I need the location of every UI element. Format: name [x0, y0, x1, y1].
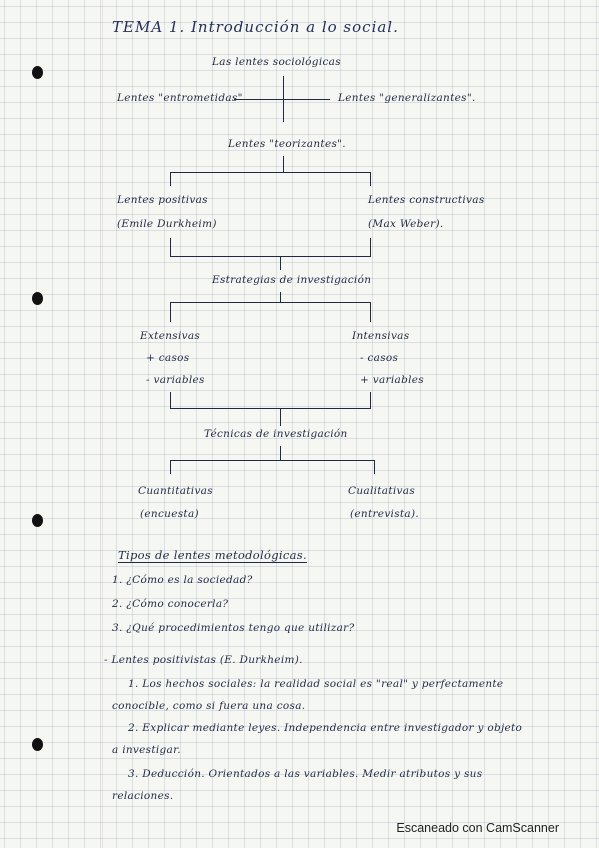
node-intensivas: Intensivas: [352, 330, 410, 342]
connector: [170, 460, 171, 474]
scanner-watermark: Escaneado con CamScanner: [396, 821, 559, 835]
connector: [170, 238, 171, 256]
connector: [170, 302, 171, 322]
binder-hole: [32, 292, 43, 305]
point-line: 2. Explicar mediante leyes. Independenci…: [128, 722, 523, 734]
connector: [280, 446, 281, 460]
point-line: conocible, como si fuera una cosa.: [112, 700, 306, 712]
connector: [374, 460, 375, 474]
node-teorizantes: Lentes "teorizantes".: [228, 138, 346, 150]
extensivas-item: + casos: [146, 352, 190, 364]
connector: [280, 256, 281, 270]
node-root: Las lentes sociológicas: [212, 56, 341, 68]
page-margin: [102, 0, 103, 848]
node-tecnicas: Técnicas de investigación: [204, 428, 348, 440]
extensivas-item: - variables: [146, 374, 205, 386]
connector: [283, 156, 284, 172]
node-extensivas: Extensivas: [140, 330, 201, 342]
point-line: 1. Los hechos sociales: la realidad soci…: [128, 678, 504, 690]
node-cualitativas: Cualitativas: [348, 485, 416, 497]
connector: [370, 392, 371, 408]
node-generalizantes: Lentes "generalizantes".: [338, 92, 476, 104]
node-entrometidas: Lentes "entrometidas": [117, 92, 243, 104]
point-line: 3. Deducción. Orientados a las variables…: [128, 768, 483, 780]
question-item: 1. ¿Cómo es la sociedad?: [112, 574, 253, 586]
connector: [370, 238, 371, 256]
point-line: a investigar.: [112, 744, 181, 756]
connector: [170, 460, 375, 461]
binder-hole: [32, 738, 43, 751]
connector: [234, 99, 330, 100]
node-positivas-author: (Emile Durkheim): [117, 218, 217, 230]
node-estrategias: Estrategias de investigación: [212, 274, 372, 286]
point-line: relaciones.: [112, 790, 174, 802]
binder-hole: [32, 514, 43, 527]
connector: [170, 256, 371, 257]
connector: [170, 392, 171, 408]
section-heading: Tipos de lentes metodológicas.: [118, 548, 307, 562]
connector: [170, 172, 371, 173]
node-constructivas: Lentes constructivas: [368, 194, 485, 206]
intensivas-item: + variables: [360, 374, 424, 386]
connector: [280, 292, 281, 302]
page-title: TEMA 1. Introducción a lo social.: [112, 18, 399, 36]
connector: [370, 302, 371, 322]
node-cualitativas-example: (entrevista).: [350, 508, 420, 520]
node-constructivas-author: (Max Weber).: [368, 218, 444, 230]
connector: [170, 172, 171, 186]
question-item: 2. ¿Cómo conocerla?: [112, 598, 229, 610]
node-cuantitativas-example: (encuesta): [140, 508, 199, 520]
positivist-heading: - Lentes positivistas (E. Durkheim).: [104, 654, 303, 666]
connector: [280, 408, 281, 426]
node-positivas: Lentes positivas: [117, 194, 208, 206]
question-item: 3. ¿Qué procedimientos tengo que utiliza…: [112, 622, 355, 634]
node-cuantitativas: Cuantitativas: [138, 485, 213, 497]
connector: [370, 172, 371, 186]
binder-hole: [32, 66, 43, 79]
connector: [170, 302, 371, 303]
intensivas-item: - casos: [360, 352, 399, 364]
connector: [170, 408, 371, 409]
